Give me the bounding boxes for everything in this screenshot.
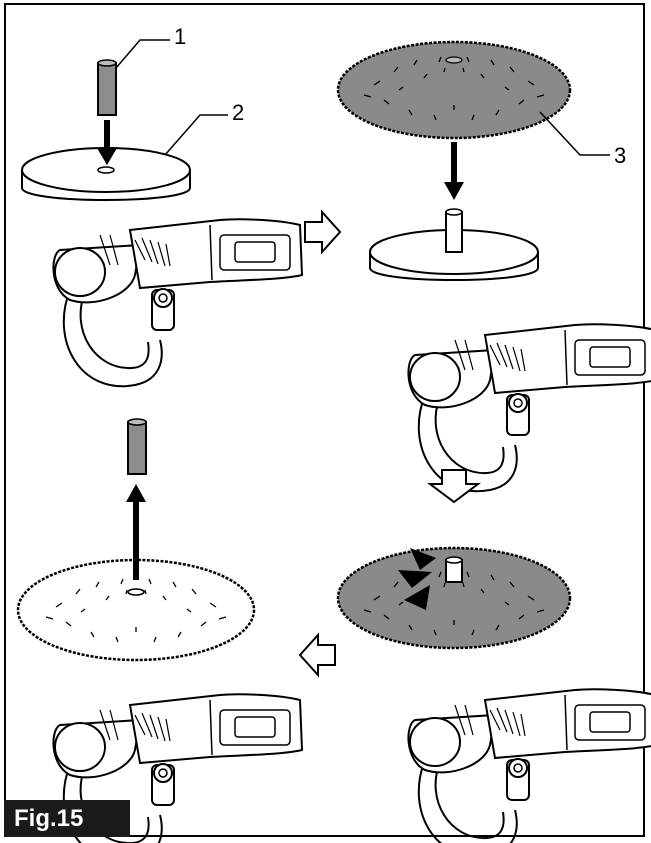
arrow-down-solid-icon: [444, 142, 464, 200]
figure-frame: [4, 3, 645, 837]
polisher-tool-2: [407, 323, 651, 493]
panel-4-remove-sleeve: [16, 418, 303, 843]
panel-2-fit-fleece-pad: [336, 40, 651, 493]
press-arrow-icon: [398, 548, 436, 610]
arrow-down-outline-icon: [427, 469, 481, 504]
callout-2: 2: [232, 100, 245, 125]
callout-3: 3: [614, 143, 627, 168]
backing-pad-2: [369, 229, 539, 281]
polisher-tool-3: [407, 688, 651, 843]
callout-1: 1: [174, 24, 187, 49]
sleeve-3: [445, 556, 463, 583]
sleeve-removed: [127, 418, 147, 475]
sleeve-2: [445, 208, 463, 253]
polisher-tool-1: [52, 218, 303, 388]
arrow-right-outline-icon: [304, 209, 342, 255]
sleeve: [97, 59, 117, 116]
arrow-up-solid-icon: [126, 484, 146, 580]
figure-label: Fig.15: [4, 800, 130, 837]
fleece-pad-dark-mounted: [336, 546, 572, 650]
arrow-down-solid-icon: [97, 120, 117, 165]
backing-pad: [21, 147, 191, 201]
arrow-left-outline-icon: [298, 632, 336, 678]
panel-3-press-pad: [336, 546, 651, 843]
panel-1-attach-backing-pad: [21, 39, 303, 388]
fleece-pad-dark: [336, 40, 572, 140]
